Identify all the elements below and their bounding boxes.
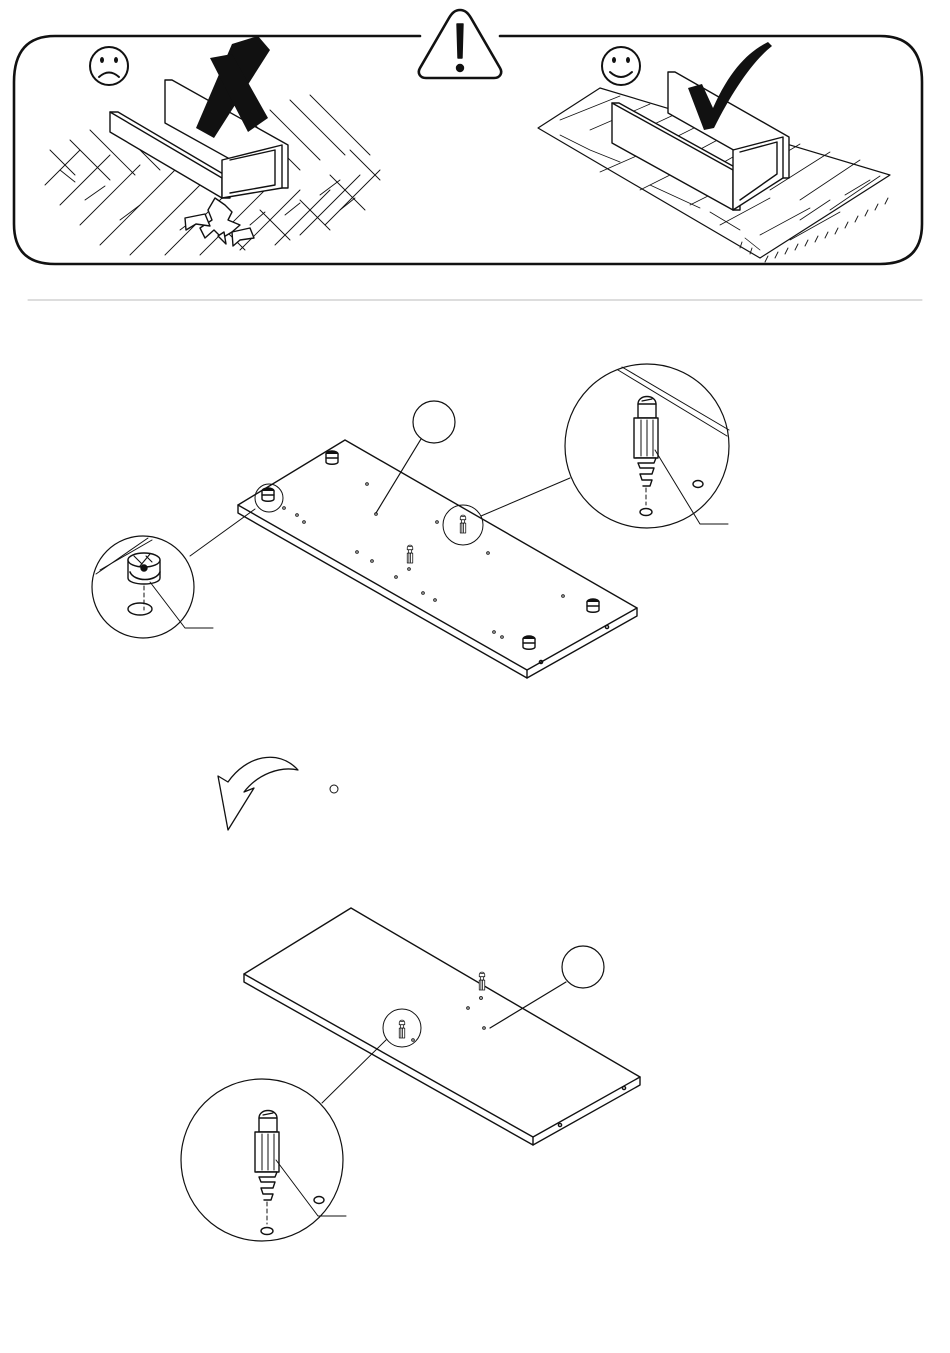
- warning-banner: [14, 10, 922, 264]
- cam-nut-zoomed-icon: [128, 553, 160, 615]
- cam-bolt-zoomed-icon-step-2: [255, 1111, 324, 1235]
- wrong-example: [45, 36, 380, 255]
- happy-face-icon: [602, 47, 640, 85]
- cabinet-on-hard-floor: [110, 80, 288, 246]
- flip-step: [218, 757, 338, 830]
- step-2-assembly: [181, 908, 640, 1241]
- curved-rotate-arrow-icon: [218, 757, 298, 830]
- cam-nut-zoom-detail: [92, 509, 255, 638]
- cam-bolt-zoomed-icon: [634, 397, 703, 516]
- cam-bolt-zoom-detail-step-2: [181, 1040, 386, 1241]
- step-1-assembly: [92, 364, 729, 678]
- warning-triangle-icon: [419, 10, 501, 78]
- correct-example: [538, 42, 890, 262]
- cam-bolt-zoom-detail: [481, 364, 729, 528]
- panel-board-step-2: [244, 908, 640, 1145]
- panel-board-step-1: [238, 440, 637, 678]
- sad-face-icon: [90, 47, 128, 85]
- flip-step-marker: [330, 785, 338, 793]
